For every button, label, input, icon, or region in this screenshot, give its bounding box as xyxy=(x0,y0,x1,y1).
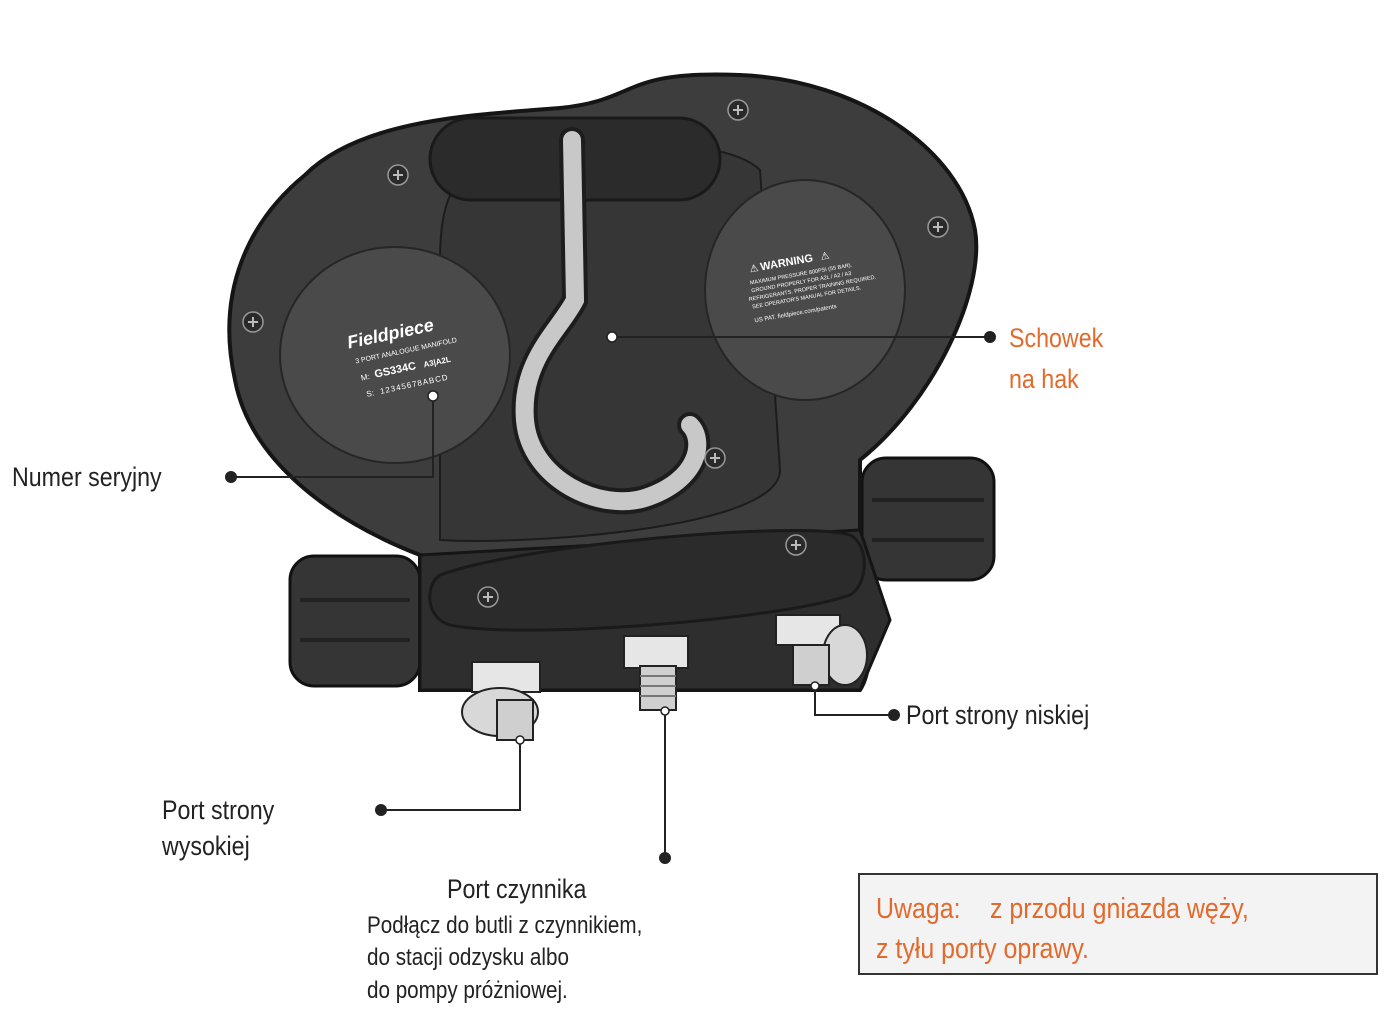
leader-dot xyxy=(984,331,996,343)
high-side-port-label-line2: wysokiej xyxy=(162,831,250,861)
low-side-port xyxy=(775,614,868,691)
leader-dot xyxy=(225,471,237,483)
high-side-port-label-line1: Port strony xyxy=(162,795,275,825)
note-line2: z tyłu porty oprawy. xyxy=(876,933,1089,965)
screw-icon xyxy=(727,99,749,121)
refrigerant-port-desc-line1: Podłącz do butli z czynnikiem, xyxy=(367,912,643,939)
warning-sticker xyxy=(704,179,906,401)
note-line1: z przodu gniazda węży, xyxy=(990,893,1249,925)
low-side-leader xyxy=(814,690,894,716)
serial-number-label: Numer seryjny xyxy=(12,462,162,492)
target-marker xyxy=(606,331,618,343)
model-prefix: M: xyxy=(360,372,371,383)
screw-icon xyxy=(927,216,949,238)
refrigerant-port-desc-line3: do pompy próżniowej. xyxy=(367,977,568,1004)
low-side-port-label: Port strony niskiej xyxy=(906,700,1090,730)
leader-dot xyxy=(375,804,387,816)
screw-icon xyxy=(785,534,807,556)
refrigerant-port-title: Port czynnika xyxy=(447,874,587,904)
right-side-knob xyxy=(860,456,996,582)
warning-icon: ⚠ xyxy=(820,250,831,262)
note-box: Uwaga: z przodu gniazda węży, z tyłu por… xyxy=(858,873,1378,975)
leader-lines xyxy=(231,336,990,858)
refrigerant-port xyxy=(623,635,689,716)
serial-prefix: S: xyxy=(366,388,375,398)
high-side-port xyxy=(461,661,541,745)
hook-storage-label-line2: na hak xyxy=(1009,364,1079,394)
screw-icon xyxy=(477,586,499,608)
high-side-leader xyxy=(381,744,521,811)
refrigerant-port-desc-line2: do stacji odzysku albo xyxy=(367,944,569,971)
serial-sticker xyxy=(279,246,511,464)
screw-icon xyxy=(242,311,264,333)
leader-dot xyxy=(888,709,900,721)
screw-icon xyxy=(387,164,409,186)
note-prefix: Uwaga: xyxy=(876,893,961,925)
leader-dot xyxy=(659,852,671,864)
target-marker xyxy=(427,390,439,402)
screw-icon xyxy=(704,447,726,469)
hook-storage-label-line1: Schowek xyxy=(1009,323,1104,353)
serial-number-leader xyxy=(231,396,434,478)
left-side-knob xyxy=(288,554,422,688)
warning-icon: ⚠ xyxy=(749,263,760,275)
hook xyxy=(511,127,711,515)
